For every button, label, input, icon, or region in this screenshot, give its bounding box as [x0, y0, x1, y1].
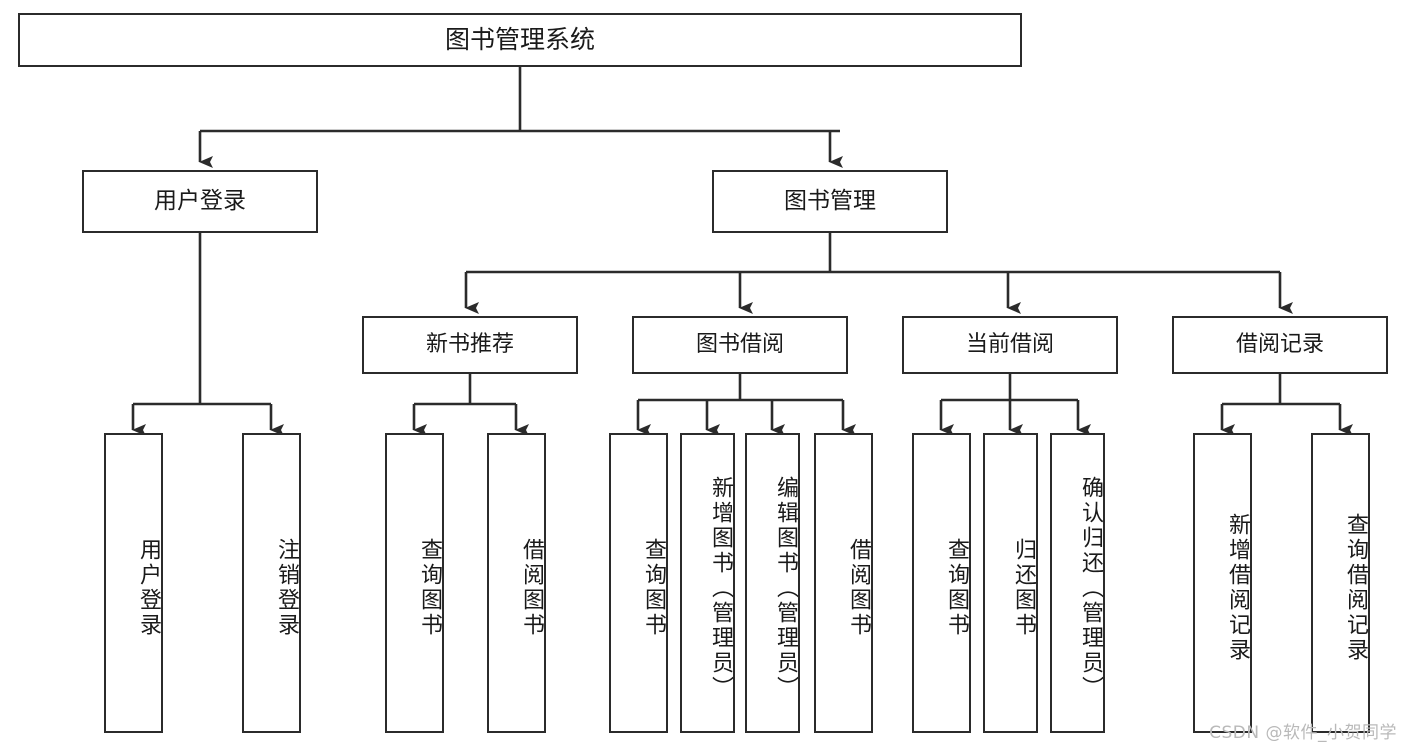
node-user-login[interactable]: 用户登录 [82, 170, 318, 233]
node-label: 图书借阅 [695, 332, 784, 358]
leaf-edit-book-admin[interactable]: 编辑图书（管理员） [745, 433, 800, 733]
node-label: 确认归还（管理员） [1078, 475, 1103, 701]
node-label: 图书管理 [784, 187, 876, 214]
leaf-query-book-current[interactable]: 查询图书 [912, 433, 971, 733]
leaf-user-login[interactable]: 用户登录 [104, 433, 163, 733]
node-label: 查询借阅记录 [1343, 513, 1368, 663]
node-label: 借阅图书 [846, 538, 871, 638]
node-label: 归还图书 [1011, 538, 1036, 638]
node-borrow-record[interactable]: 借阅记录 [1172, 316, 1388, 374]
node-label: 查询图书 [641, 538, 666, 638]
node-current-borrow[interactable]: 当前借阅 [902, 316, 1118, 374]
leaf-borrow-book[interactable]: 借阅图书 [814, 433, 873, 733]
node-label: 查询图书 [417, 538, 442, 638]
leaf-borrow-book-recommend[interactable]: 借阅图书 [487, 433, 546, 733]
leaf-query-borrow-record[interactable]: 查询借阅记录 [1311, 433, 1370, 733]
leaf-return-book[interactable]: 归还图书 [983, 433, 1038, 733]
node-book-management[interactable]: 图书管理 [712, 170, 948, 233]
leaf-logout[interactable]: 注销登录 [242, 433, 301, 733]
node-label: 用户登录 [136, 538, 161, 638]
node-label: 图书管理系统 [444, 25, 595, 55]
node-label: 借阅图书 [519, 538, 544, 638]
node-book-borrow[interactable]: 图书借阅 [632, 316, 848, 374]
csdn-watermark: CSDN @软件_小贺同学 [1209, 723, 1397, 743]
node-label: 编辑图书（管理员） [773, 475, 798, 701]
leaf-add-book-admin[interactable]: 新增图书（管理员） [680, 433, 735, 733]
leaf-confirm-return-admin[interactable]: 确认归还（管理员） [1050, 433, 1105, 733]
leaf-query-book-borrow[interactable]: 查询图书 [609, 433, 668, 733]
node-label: 借阅记录 [1235, 332, 1324, 358]
node-root-book-management-system[interactable]: 图书管理系统 [18, 13, 1022, 67]
node-label: 新增图书（管理员） [708, 475, 733, 701]
node-label: 查询图书 [944, 538, 969, 638]
node-label: 新增借阅记录 [1225, 513, 1250, 663]
node-label: 当前借阅 [965, 332, 1054, 358]
node-label: 注销登录 [274, 538, 299, 638]
leaf-query-book-recommend[interactable]: 查询图书 [385, 433, 444, 733]
node-label: 用户登录 [154, 187, 246, 214]
node-new-book-recommend[interactable]: 新书推荐 [362, 316, 578, 374]
node-label: 新书推荐 [425, 332, 514, 358]
leaf-add-borrow-record[interactable]: 新增借阅记录 [1193, 433, 1252, 733]
